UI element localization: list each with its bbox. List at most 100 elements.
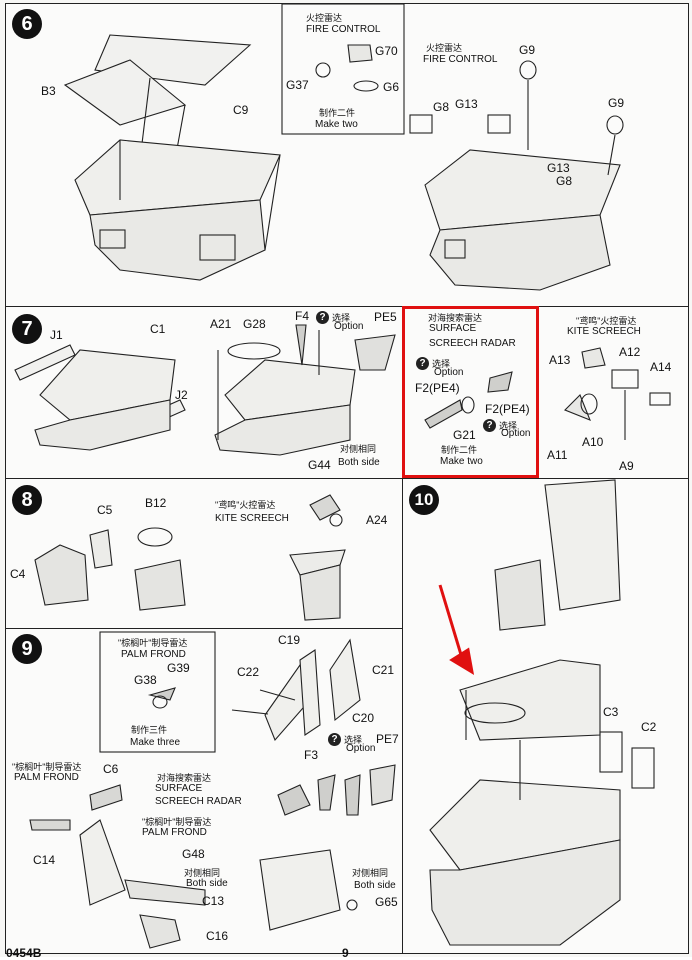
part-label-c22: C22 — [237, 665, 260, 679]
palm-mid-cn: "棕榈叶"制导雷达 — [142, 817, 212, 827]
surface-radar-cn: 对海搜索雷达 — [428, 313, 483, 323]
part-label-g28: G28 — [243, 317, 266, 331]
part-label-g9-right: G9 — [608, 96, 625, 110]
part-label-a21: A21 — [210, 317, 232, 331]
option-label-radar-left: ?选择 — [416, 356, 450, 371]
part-label-c16: C16 — [206, 929, 229, 943]
part-label-g8-mid: G8 — [556, 174, 573, 188]
step-6-number: 6 — [12, 9, 42, 39]
part-label-g44: G44 — [308, 458, 331, 472]
part-label-c5: C5 — [97, 503, 113, 517]
kite-screech-cn-8: "鸢鸣"火控雷达 — [215, 500, 276, 510]
option-label-f4: ?选择 — [316, 310, 350, 325]
palm-inset-cn: "棕榈叶"制导雷达 — [118, 638, 188, 648]
part-label-c3: C3 — [603, 705, 619, 719]
surface-radar-9-en1: SURFACE — [155, 783, 203, 794]
part-label-j2: J2 — [175, 388, 188, 402]
part-label-a11: A11 — [547, 448, 568, 462]
part-label-b12: B12 — [145, 496, 167, 510]
surface-radar-9-en2: SCREECH RADAR — [155, 796, 242, 807]
part-label-g39: G39 — [167, 661, 190, 675]
make-two-en: Make two — [315, 119, 358, 130]
page-number: 9 — [342, 946, 349, 960]
question-icon: ? — [483, 419, 496, 433]
both-side-9-cn: 对侧相同 — [184, 868, 221, 878]
option-text-radar-left: Option — [434, 367, 464, 378]
part-label-c4: C4 — [10, 567, 26, 581]
part-label-g21: G21 — [453, 428, 476, 442]
question-icon: ? — [416, 357, 429, 371]
step-8-number: 8 — [12, 485, 42, 515]
both-side-9b-cn: 对侧相同 — [352, 868, 389, 878]
part-label-g38: G38 — [134, 673, 157, 687]
part-label-c19: C19 — [278, 633, 301, 647]
part-label-g6: G6 — [383, 80, 400, 94]
both-side-en-7: Both side — [338, 457, 380, 468]
part-label-g70: G70 — [375, 44, 398, 58]
kite-screech-en-7: KITE SCREECH — [567, 326, 641, 337]
part-label-f4: F4 — [295, 309, 310, 323]
part-label-g13-top: G13 — [455, 97, 478, 111]
part-label-g8-top: G8 — [433, 100, 450, 114]
question-icon: ? — [316, 311, 329, 325]
kite-screech-en-8: KITE SCREECH — [215, 513, 289, 524]
part-label-f3: F3 — [304, 748, 319, 762]
part-label-f2-right: F2(PE4) — [485, 402, 530, 416]
part-label-c13: C13 — [202, 894, 225, 908]
part-label-c2: C2 — [641, 720, 657, 734]
option-label-radar-right: ?选择 — [483, 418, 517, 433]
part-label-a13: A13 — [549, 353, 571, 367]
part-label-pe7: PE7 — [376, 732, 399, 746]
surface-radar-en1: SURFACE — [429, 323, 477, 334]
option-text-9: Option — [346, 743, 376, 754]
part-label-c21: C21 — [372, 663, 395, 677]
part-label-c6: C6 — [103, 762, 119, 776]
part-label-g37: G37 — [286, 78, 309, 92]
part-label-g9-top: G9 — [519, 43, 536, 57]
palm-inset-en: PALM FROND — [121, 649, 186, 660]
question-icon: ? — [328, 733, 341, 747]
step-9-number: 9 — [12, 634, 42, 664]
highlight-box — [402, 306, 539, 478]
both-side-cn-7: 对侧相同 — [340, 444, 377, 454]
part-label-c14: C14 — [33, 853, 56, 867]
part-label-g65: G65 — [375, 895, 398, 909]
fire-control-right-en: FIRE CONTROL — [423, 54, 498, 65]
part-label-j1: J1 — [50, 328, 63, 342]
option-label-9: ?选择 — [328, 732, 362, 747]
make-three-en: Make three — [130, 737, 181, 748]
both-side-9b-en: Both side — [354, 880, 396, 891]
option-text-radar-right: Option — [501, 428, 531, 439]
part-label-a14: A14 — [650, 360, 672, 374]
fire-control-inset-cn: 火控雷达 — [306, 13, 343, 23]
part-label-b3: B3 — [41, 84, 56, 98]
part-label-g13-mid: G13 — [547, 161, 570, 175]
surface-radar-en2: SCREECH RADAR — [429, 338, 516, 349]
kite-screech-cn-7: "鸢鸣"火控雷达 — [576, 316, 637, 326]
step-10-number: 10 — [409, 485, 439, 515]
part-label-a12: A12 — [619, 345, 641, 359]
part-label-a24: A24 — [366, 513, 388, 527]
palm-left-cn: "棕榈叶"制导雷达 — [12, 762, 82, 772]
palm-mid-en: PALM FROND — [142, 827, 207, 838]
part-label-c9: C9 — [233, 103, 249, 117]
step-7-number: 7 — [12, 314, 42, 344]
part-label-a9: A9 — [619, 459, 634, 473]
make-three-cn: 制作三件 — [131, 725, 168, 735]
part-label-pe5: PE5 — [374, 310, 397, 324]
palm-left-en: PALM FROND — [14, 772, 79, 783]
fire-control-right-cn: 火控雷达 — [426, 43, 463, 53]
fire-control-inset-en: FIRE CONTROL — [306, 24, 381, 35]
part-label-f2-left: F2(PE4) — [415, 381, 460, 395]
option-text-f4: Option — [334, 321, 364, 332]
both-side-9-en: Both side — [186, 878, 228, 889]
surface-radar-9-cn: 对海搜索雷达 — [157, 773, 212, 783]
part-label-c20: C20 — [352, 711, 375, 725]
make-two-radar-cn: 制作二件 — [441, 445, 478, 455]
part-label-c1: C1 — [150, 322, 166, 336]
footer-code: 0454B — [6, 946, 42, 960]
part-label-a10: A10 — [582, 435, 604, 449]
make-two-cn: 制作二件 — [319, 108, 356, 118]
